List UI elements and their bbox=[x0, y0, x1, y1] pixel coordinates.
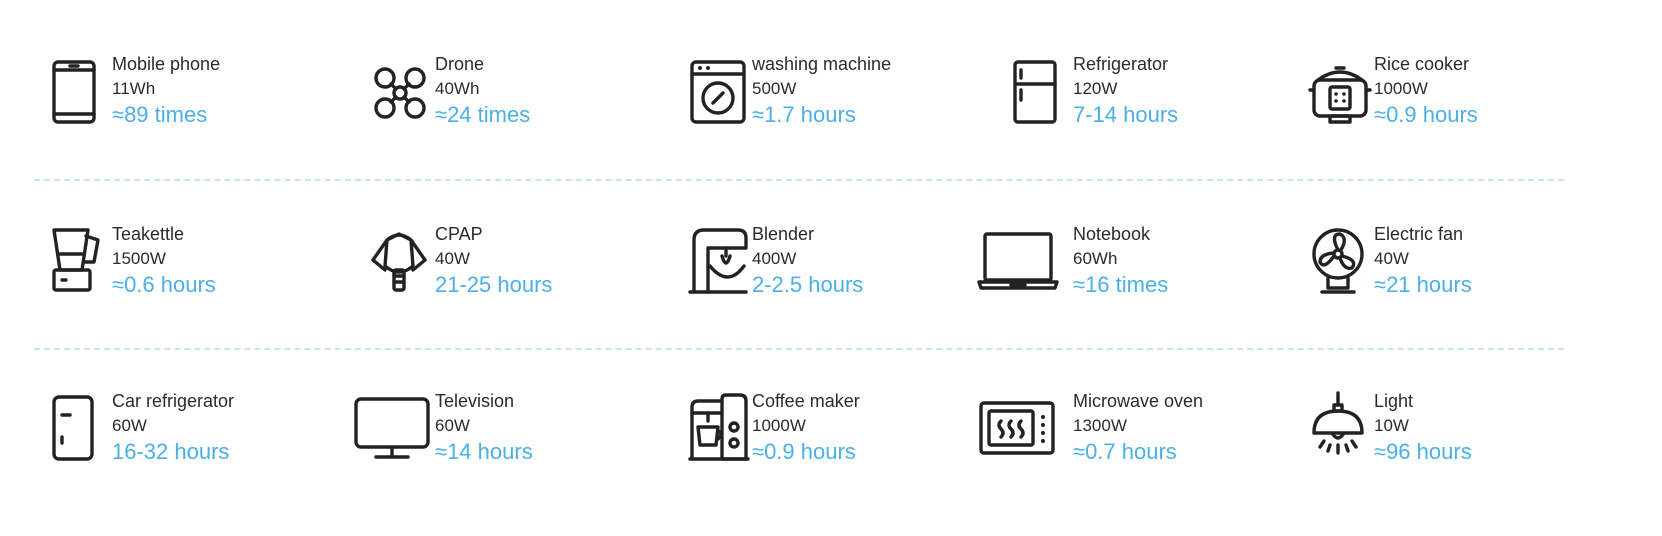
appliance-runtime: ≈24 times bbox=[435, 102, 531, 127]
appliance-spec: 40Wh bbox=[435, 79, 480, 98]
appliance-name: Microwave oven bbox=[1073, 391, 1204, 411]
appliance-spec: 60W bbox=[112, 416, 147, 435]
washing-machine-icon bbox=[688, 56, 752, 128]
appliance-name: washing machine bbox=[752, 54, 892, 74]
appliance-spec: 1500W bbox=[112, 249, 166, 268]
appliance-runtime: ≈21 hours bbox=[1374, 272, 1472, 297]
appliance-spec: 40W bbox=[435, 249, 470, 268]
appliance-runtime: 21-25 hours bbox=[435, 272, 553, 297]
appliance-name: Car refrigerator bbox=[112, 391, 235, 411]
appliance-name: Light bbox=[1374, 391, 1414, 411]
appliance-spec: 120W bbox=[1073, 79, 1118, 98]
coffee-maker-icon bbox=[688, 393, 752, 465]
appliance-spec: 11Wh bbox=[112, 79, 156, 98]
appliance-runtime: ≈0.9 hours bbox=[752, 439, 856, 464]
refrigerator-icon bbox=[1009, 56, 1073, 128]
appliance-runtime: ≈0.6 hours bbox=[112, 272, 216, 297]
appliance-runtime: ≈96 hours bbox=[1374, 439, 1472, 464]
appliance-name: Blender bbox=[752, 224, 815, 244]
appliance-spec: 1000W bbox=[752, 416, 806, 435]
appliance-row-1: Mobile phone 11Wh ≈89 times Drone 40Wh ≈… bbox=[0, 52, 1662, 142]
appliance-name: Mobile phone bbox=[112, 54, 221, 74]
appliance-spec: 40W bbox=[1374, 249, 1409, 268]
rice-cooker-icon bbox=[1308, 56, 1374, 128]
appliance-runtime: 16-32 hours bbox=[112, 439, 230, 464]
mobile-phone-icon bbox=[48, 56, 112, 128]
appliance-name: CPAP bbox=[435, 224, 483, 244]
appliance-runtime: ≈89 times bbox=[112, 102, 208, 127]
stand-mixer-icon bbox=[688, 226, 752, 298]
appliance-spec: 500W bbox=[752, 79, 797, 98]
appliance-runtime: ≈16 times bbox=[1073, 272, 1169, 297]
pendant-light-icon bbox=[1310, 391, 1374, 465]
appliance-name: Teakettle bbox=[112, 224, 185, 244]
cpap-mask-icon bbox=[371, 226, 435, 298]
appliance-spec: 60W bbox=[435, 416, 470, 435]
laptop-icon bbox=[977, 226, 1061, 298]
appliance-name: Drone bbox=[435, 54, 485, 74]
appliance-row-3: Car refrigerator 60W 16-32 hours Televis… bbox=[0, 389, 1662, 479]
appliance-spec: 400W bbox=[752, 249, 797, 268]
appliance-runtime: ≈0.7 hours bbox=[1073, 439, 1177, 464]
electric-fan-icon bbox=[1310, 226, 1374, 298]
appliance-runtime: ≈1.7 hours bbox=[752, 102, 856, 127]
appliance-name: Electric fan bbox=[1374, 224, 1464, 244]
appliance-runtime: 7-14 hours bbox=[1073, 102, 1179, 127]
appliance-runtime: 2-2.5 hours bbox=[752, 272, 864, 297]
appliance-spec: 1000W bbox=[1374, 79, 1428, 98]
microwave-oven-icon bbox=[977, 393, 1061, 465]
appliance-runtime: ≈14 hours bbox=[435, 439, 533, 464]
appliance-name: Coffee maker bbox=[752, 391, 860, 411]
appliance-runtime: ≈0.9 hours bbox=[1374, 102, 1478, 127]
drone-icon bbox=[371, 56, 435, 128]
appliance-spec: 60Wh bbox=[1073, 249, 1118, 268]
appliance-row-2: Teakettle 1500W ≈0.6 hours CPAP 40W 21-2… bbox=[0, 222, 1662, 312]
appliance-name: Notebook bbox=[1073, 224, 1151, 244]
teakettle-icon bbox=[48, 226, 112, 298]
appliance-spec: 10W bbox=[1374, 416, 1409, 435]
appliance-name: Television bbox=[435, 391, 515, 411]
row-divider bbox=[34, 179, 1564, 181]
appliance-name: Refrigerator bbox=[1073, 54, 1169, 74]
television-icon bbox=[352, 393, 436, 465]
appliance-name: Rice cooker bbox=[1374, 54, 1470, 74]
row-divider bbox=[34, 348, 1564, 350]
appliance-spec: 1300W bbox=[1073, 416, 1127, 435]
car-refrigerator-icon bbox=[48, 393, 112, 465]
